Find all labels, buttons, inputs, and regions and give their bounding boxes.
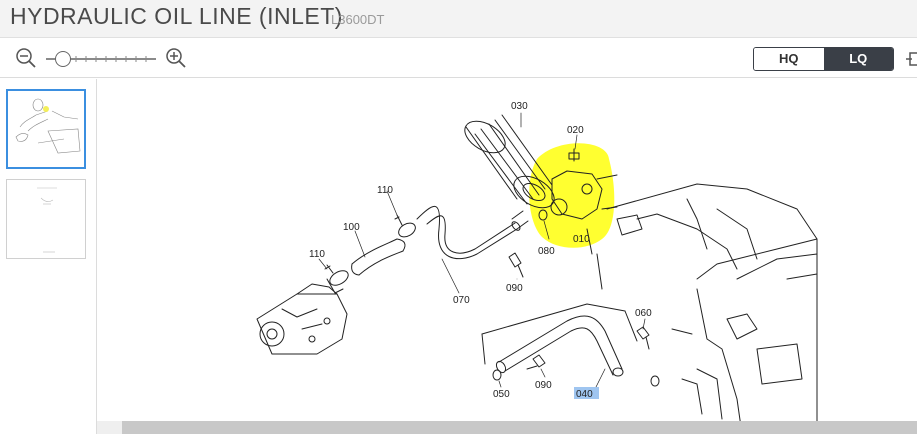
label-selection-highlight <box>574 387 599 399</box>
zoom-in-icon[interactable] <box>165 47 187 69</box>
model-label: L3600DT <box>331 12 385 27</box>
horizontal-scrollbar-thumb[interactable] <box>122 421 917 434</box>
label-110-bottom[interactable]: 110 <box>309 249 325 260</box>
thumbnail-diagram-preview <box>15 98 81 154</box>
label-090-lower[interactable]: 090 <box>535 380 552 391</box>
zoom-out-icon[interactable] <box>15 47 37 69</box>
label-110-top[interactable]: 110 <box>377 185 393 196</box>
toolbar: HQ LQ <box>0 38 917 78</box>
bolt-020-part[interactable] <box>568 148 580 162</box>
parts-diagram: 030 020 110 100 110 010 080 090 070 060 … <box>256 101 818 434</box>
label-020[interactable]: 020 <box>567 125 584 136</box>
hose-clamp-110b-part[interactable] <box>324 264 351 288</box>
bolt-090-part[interactable] <box>508 252 524 278</box>
thumbnail-page-2[interactable] <box>6 179 86 259</box>
zoom-slider-thumb[interactable] <box>54 51 71 67</box>
diagram-viewer[interactable]: 030 020 110 100 110 010 080 090 070 060 … <box>97 79 917 434</box>
o-ring-050-part[interactable] <box>492 369 660 387</box>
export-icon[interactable] <box>906 48 917 70</box>
leader-lines <box>318 112 646 390</box>
title-bar: HYDRAULIC OIL LINE (INLET) L3600DT <box>0 0 917 38</box>
hose-100-part[interactable] <box>351 238 406 276</box>
highlight-region <box>529 143 615 248</box>
bolt-060-part[interactable] <box>636 326 650 350</box>
o-ring-080-part[interactable] <box>538 209 548 221</box>
bolt-090b-part[interactable] <box>526 354 546 370</box>
hydraulic-pump-part[interactable] <box>256 278 348 355</box>
page-title: HYDRAULIC OIL LINE (INLET) <box>10 3 343 29</box>
label-070[interactable]: 070 <box>453 295 470 306</box>
pipe-040-part[interactable] <box>481 303 638 377</box>
label-010[interactable]: 010 <box>573 234 590 245</box>
label-060[interactable]: 060 <box>635 308 652 319</box>
pipe-070-part[interactable] <box>416 205 529 260</box>
filter-head-part[interactable] <box>550 170 618 220</box>
label-080[interactable]: 080 <box>538 246 555 257</box>
thumbnail-page-1[interactable] <box>6 89 86 169</box>
lq-button[interactable]: LQ <box>823 48 893 70</box>
label-090-upper[interactable]: 090 <box>506 283 523 294</box>
label-030[interactable]: 030 <box>511 101 528 112</box>
engine-block-outline <box>586 183 818 434</box>
quality-toggle: HQ LQ <box>753 47 894 71</box>
label-050[interactable]: 050 <box>493 389 510 400</box>
oil-filter-part[interactable] <box>459 114 559 215</box>
hose-clamp-110-part[interactable] <box>394 214 418 240</box>
label-100[interactable]: 100 <box>343 222 360 233</box>
hq-button[interactable]: HQ <box>754 48 824 70</box>
thumbnail-page-preview <box>37 187 57 253</box>
thumbnail-sidebar <box>0 79 97 434</box>
label-040[interactable]: 040 <box>576 389 593 400</box>
